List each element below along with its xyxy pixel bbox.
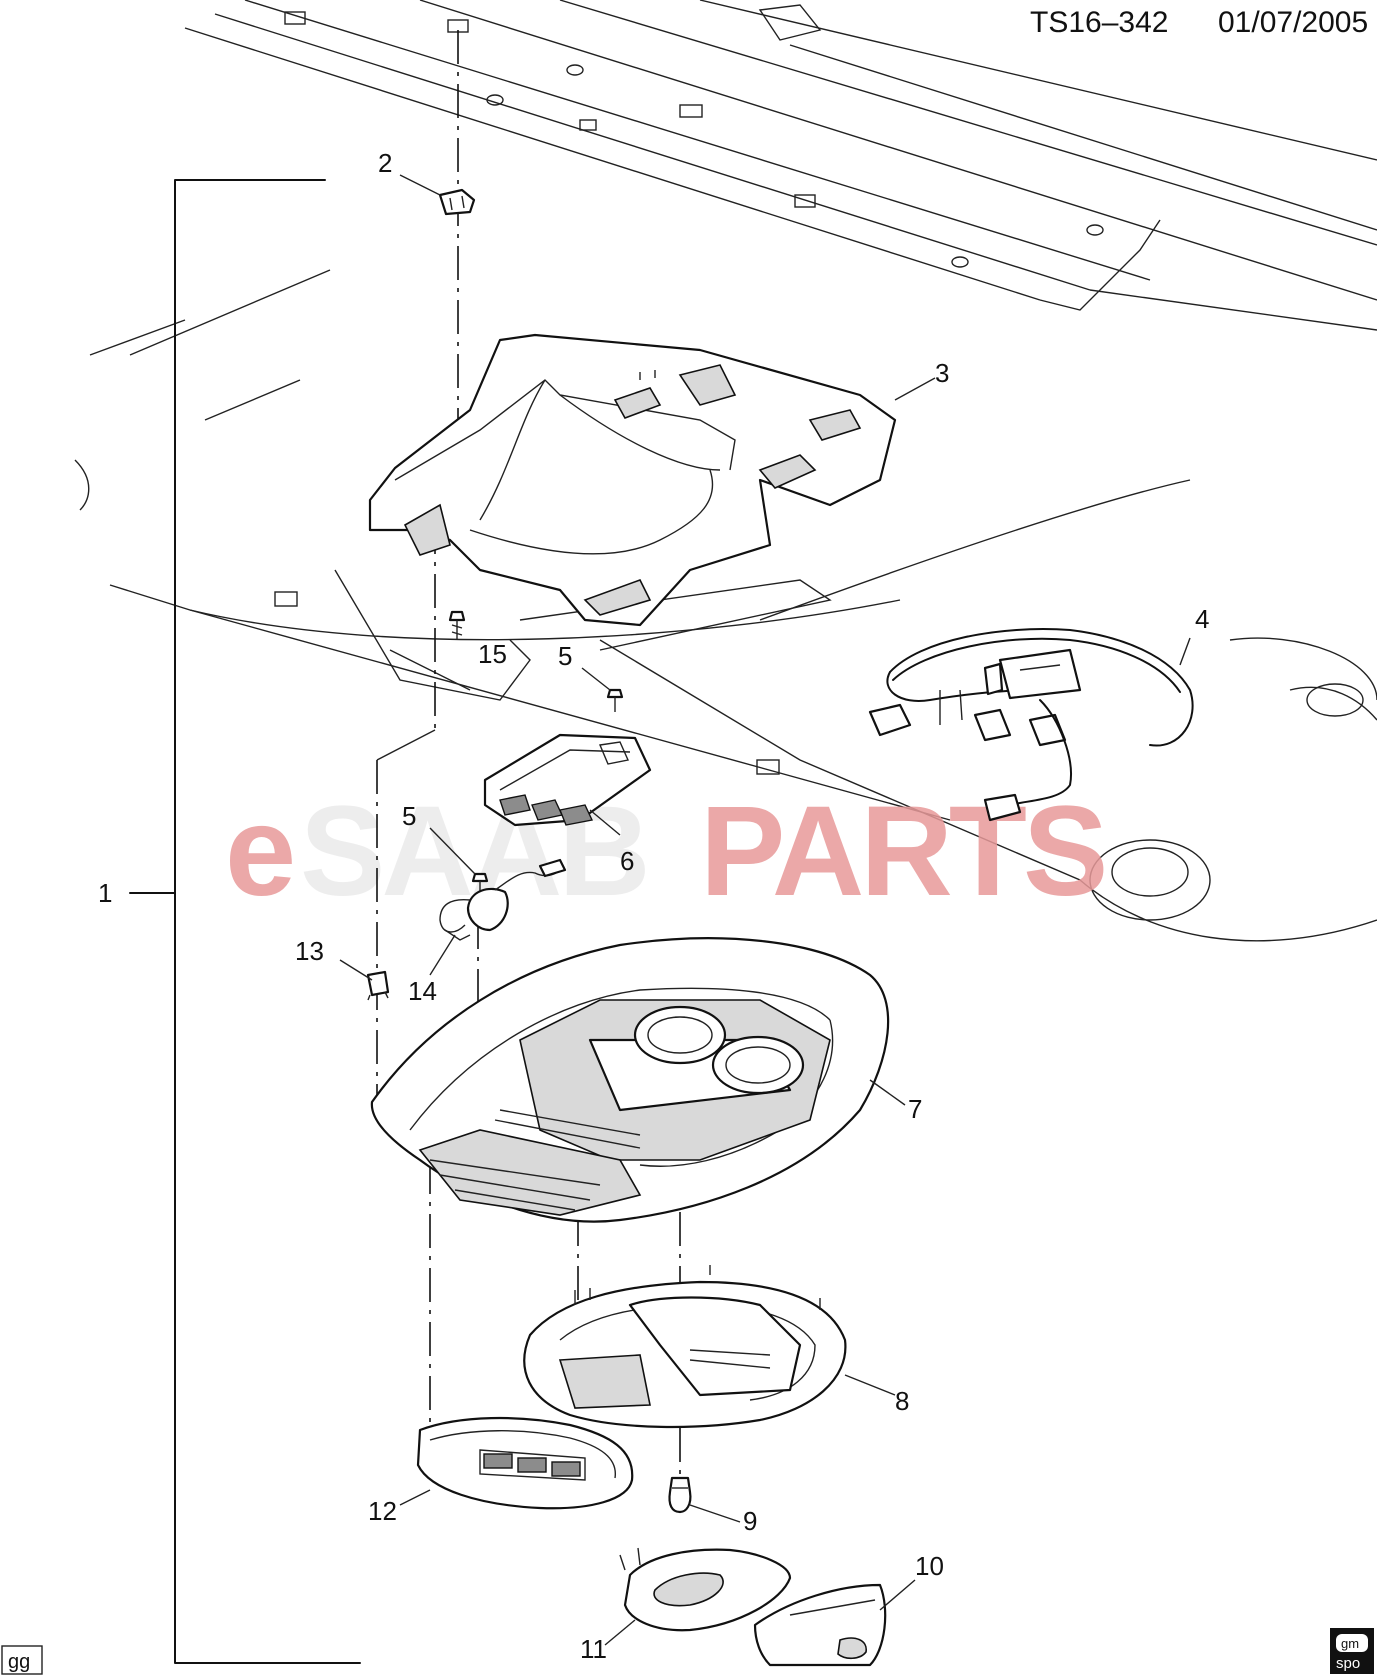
diagram-code: TS16–342	[1030, 6, 1168, 39]
switch-panel-part-12	[416, 1416, 634, 1510]
callout-3: 3	[935, 358, 949, 388]
wiring-harness-part-4	[868, 628, 1194, 822]
gm-spo-logo: gm spo	[1330, 1628, 1374, 1674]
callout-9: 9	[743, 1506, 757, 1536]
bezel-part-8	[523, 1265, 847, 1429]
callout-5-lower: 5	[402, 801, 416, 831]
bracket-part-3	[368, 333, 897, 627]
callout-10: 10	[915, 1551, 944, 1581]
console-housing-part-7	[370, 937, 890, 1223]
footer-tag-text: gg	[8, 1651, 30, 1673]
callout-8: 8	[895, 1386, 909, 1416]
watermark-suffix: PARTS	[700, 780, 1104, 923]
footer-tag: gg	[1, 1645, 43, 1675]
roof-panel	[184, 0, 1377, 331]
callout-11: 11	[580, 1634, 607, 1664]
screw-part-15	[448, 610, 466, 640]
callout-12: 12	[368, 1496, 397, 1526]
watermark-prefix: e	[225, 780, 292, 923]
callout-1: 1	[98, 878, 112, 908]
callout-labels: 1 2 3 4 5 5 6 7 8 9 10 11 12 13 14 15	[98, 148, 1209, 1664]
lamp-part-14	[439, 858, 567, 941]
watermark: e SAAB PARTS	[225, 780, 1108, 923]
clip-part-13	[366, 970, 390, 1001]
switch-part-6	[483, 733, 652, 827]
lens-part-11	[619, 1547, 792, 1632]
screw-part-5-upper	[606, 688, 624, 712]
assembly-bracket	[129, 179, 361, 1664]
callout-14: 14	[408, 976, 437, 1006]
bulb-part-9	[668, 1476, 692, 1514]
logo-top-text: gm	[1341, 1636, 1359, 1651]
headliner	[74, 269, 1377, 942]
logo-bottom-text: spo	[1336, 1655, 1360, 1672]
diagram-date: 01/07/2005	[1218, 6, 1368, 39]
callout-7: 7	[908, 1094, 922, 1124]
callout-4: 4	[1195, 604, 1209, 634]
callout-13: 13	[295, 936, 324, 966]
callout-2: 2	[378, 148, 392, 178]
leader-lines	[339, 174, 1191, 1646]
callout-5-upper: 5	[558, 641, 572, 671]
clip-part-2	[438, 188, 476, 216]
lens-part-10	[753, 1583, 887, 1667]
callout-6: 6	[620, 846, 634, 876]
callout-15: 15	[478, 639, 507, 669]
